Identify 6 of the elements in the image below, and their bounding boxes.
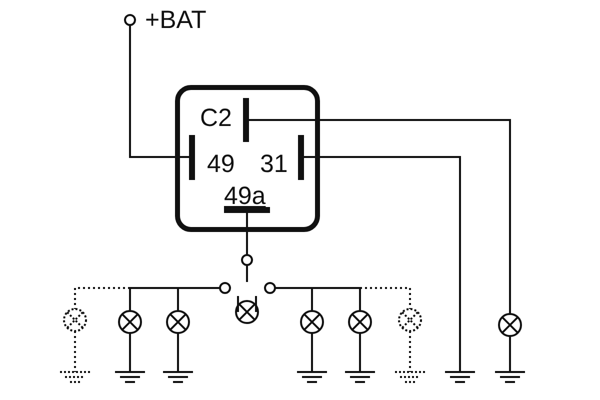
pin-label: C2 xyxy=(200,104,232,132)
pin-label: 49a xyxy=(224,182,266,210)
terminal-label: +BAT xyxy=(145,6,206,34)
relay-box xyxy=(175,85,320,232)
pin-label: 49 xyxy=(207,150,235,178)
pin-label: 31 xyxy=(260,150,288,178)
